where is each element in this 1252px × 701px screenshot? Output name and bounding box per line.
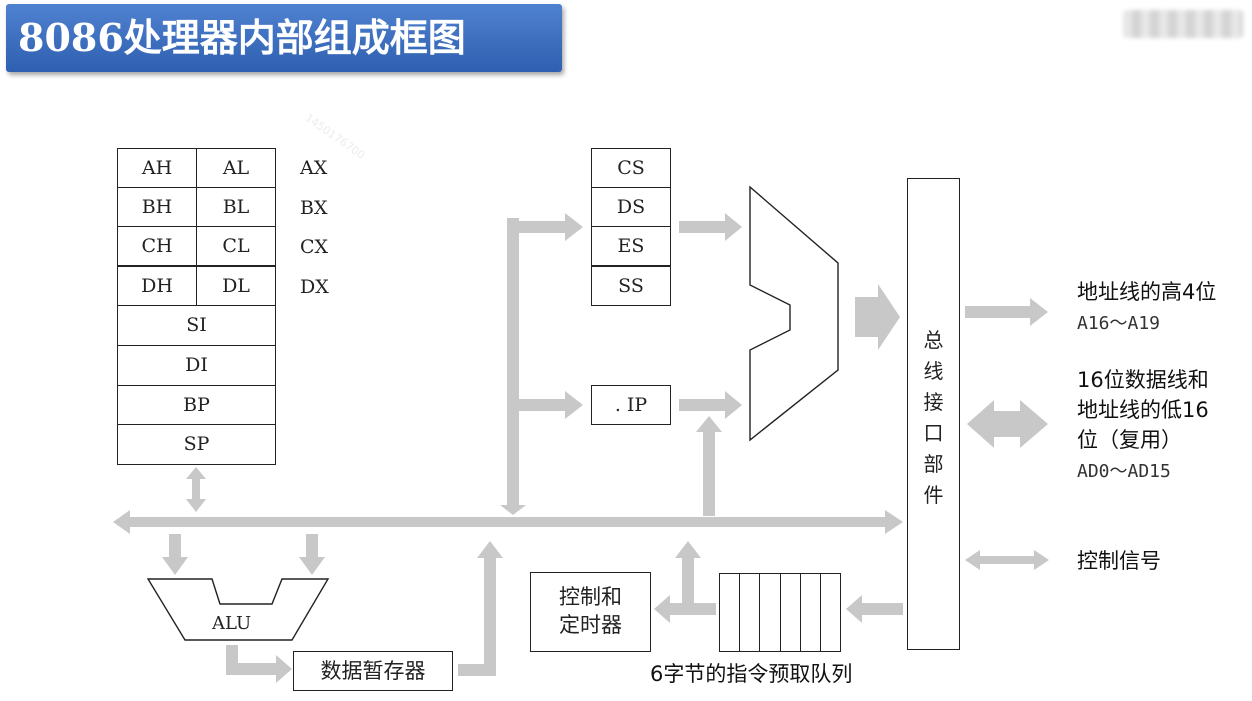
bus-riser-arrowhead xyxy=(500,505,526,515)
control-timer-line-2: 定时器 xyxy=(559,613,622,637)
register-pair-bx: BX xyxy=(300,197,328,219)
queue-slot xyxy=(781,574,801,651)
control-signal-label: 控制信号 xyxy=(1077,549,1161,573)
blurred-logo xyxy=(1123,10,1243,38)
data-address-line-1: 16位数据线和 xyxy=(1077,368,1209,392)
queue-caption: 6字节的指令预取队列 xyxy=(650,662,853,686)
address-adder xyxy=(749,185,839,442)
biu-to-queue-arrow xyxy=(846,595,903,623)
bus-to-alu-right-arrow xyxy=(299,534,325,575)
segment-to-adder-arrow xyxy=(679,213,742,241)
register-pair-ax: AX xyxy=(300,157,328,179)
register-al: AL xyxy=(196,148,276,188)
data-address-line-3: 位（复用） xyxy=(1077,428,1182,452)
queue-to-control-arrow xyxy=(654,595,716,623)
register-di: DI xyxy=(117,345,276,386)
biu-char-1: 总 xyxy=(923,328,944,352)
biu-char-4: 口 xyxy=(923,421,944,445)
register-ch: CH xyxy=(117,226,197,266)
control-to-bus-arrow xyxy=(675,541,701,605)
bus-to-segment-riser xyxy=(507,218,519,505)
to-ip-arrow xyxy=(507,391,583,419)
queue-slot xyxy=(740,574,761,651)
biu-char-5: 部 xyxy=(923,452,944,476)
biu-char-2: 线 xyxy=(923,359,944,383)
control-timer-unit: 控制和 定时器 xyxy=(530,572,651,652)
register-si: SI xyxy=(117,305,276,346)
to-ds-arrow xyxy=(507,213,583,241)
address-high-title: 地址线的高4位 xyxy=(1077,280,1217,304)
biu-char-6: 件 xyxy=(923,483,944,507)
biu-char-3: 接 xyxy=(923,390,944,414)
instruction-queue xyxy=(719,573,841,652)
temp-register: 数据暂存器 xyxy=(293,651,453,691)
alu-label: ALU xyxy=(212,613,252,634)
bus-to-alu-left-arrow xyxy=(162,534,188,575)
register-bp: BP xyxy=(117,385,276,426)
data-address-line-2: 地址线的低16 xyxy=(1077,398,1209,422)
register-dl: DL xyxy=(196,266,276,306)
internal-bus-arrow xyxy=(113,510,903,534)
register-pair-dx: DX xyxy=(300,276,329,298)
data-address-arrow xyxy=(967,400,1048,448)
data-address-pins: AD0～AD15 xyxy=(1077,461,1171,482)
register-ip: . IP xyxy=(591,385,671,425)
ip-to-adder-arrow xyxy=(679,391,742,419)
register-ds: DS xyxy=(591,187,671,227)
bus-interface-unit: 总 线 接 口 部 件 xyxy=(907,178,960,650)
register-cs: CS xyxy=(591,148,671,188)
address-high-arrow xyxy=(965,298,1048,326)
queue-slot xyxy=(760,574,781,651)
address-high-pins: A16～A19 xyxy=(1077,313,1161,334)
regfile-bus-arrow xyxy=(186,467,206,512)
adder-to-biu-arrow xyxy=(855,284,900,350)
control-signal-arrow xyxy=(965,550,1049,570)
register-ah: AH xyxy=(117,148,197,188)
register-cl: CL xyxy=(196,226,276,266)
temp-to-bus-arrow xyxy=(458,541,503,676)
register-sp: SP xyxy=(117,424,276,465)
queue-slot xyxy=(801,574,821,651)
bus-to-ip-arrow xyxy=(696,416,722,516)
register-bl: BL xyxy=(196,187,276,227)
queue-slot xyxy=(720,574,741,651)
alu-shape xyxy=(146,578,330,641)
alu-to-temp-arrow xyxy=(226,645,292,683)
register-dh: DH xyxy=(117,266,197,306)
control-timer-line-1: 控制和 xyxy=(559,585,622,609)
register-pair-cx: CX xyxy=(300,236,329,258)
register-bh: BH xyxy=(117,187,197,227)
register-ss: SS xyxy=(591,266,671,306)
register-es: ES xyxy=(591,226,671,266)
slide-title: 8086处理器内部组成框图 xyxy=(6,4,562,72)
queue-slot xyxy=(821,574,840,651)
